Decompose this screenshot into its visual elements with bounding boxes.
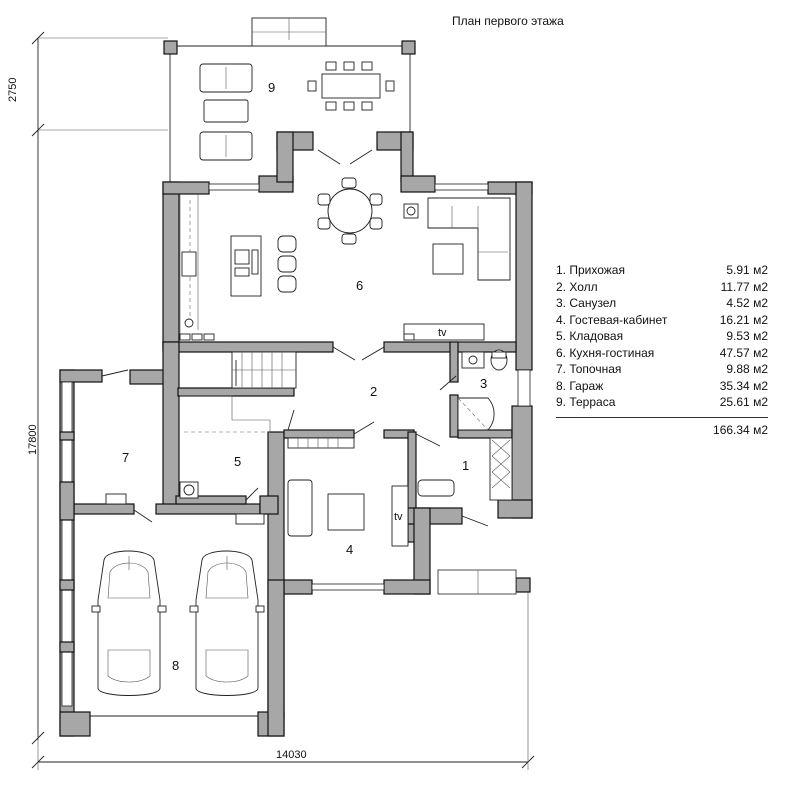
legend-divider: [556, 416, 768, 418]
terrace: [163, 17, 416, 184]
car-right: [189, 550, 265, 696]
plan-title: План первого этажа: [452, 14, 564, 28]
legend-total: 166.34 м2: [713, 422, 768, 437]
dimension-lines: [31, 31, 535, 770]
windows: [59, 183, 531, 707]
garage-cars: [90, 550, 265, 717]
room-number-3: 3: [480, 376, 487, 391]
room-numbers: 1 2 3 4 5 6 7 8 9: [122, 80, 487, 673]
bathroom-fixtures: [457, 349, 508, 431]
room-number-9: 9: [268, 80, 275, 95]
hall-furniture: [179, 351, 355, 525]
boiler-room-furniture: [105, 493, 127, 505]
room-number-2: 2: [370, 384, 377, 399]
doors: [101, 149, 489, 527]
entrance-furniture: [417, 437, 513, 501]
room-number-4: 4: [346, 542, 353, 557]
guest-room-furniture: tv: [287, 479, 409, 547]
room-number-8: 8: [172, 658, 179, 673]
car-left: [91, 550, 167, 696]
dim-top-depth: 2750: [7, 78, 19, 102]
dim-left-height: 17800: [27, 424, 39, 455]
dim-bottom-width: 14030: [276, 749, 307, 761]
room-number-1: 1: [462, 458, 469, 473]
tv-label-guest: tv: [394, 511, 403, 523]
kitchen-living-furniture: tv: [179, 177, 511, 341]
tv-label-living: tv: [438, 327, 447, 339]
room-number-6: 6: [356, 278, 363, 293]
room-number-7: 7: [122, 450, 129, 465]
room-number-5: 5: [234, 454, 241, 469]
